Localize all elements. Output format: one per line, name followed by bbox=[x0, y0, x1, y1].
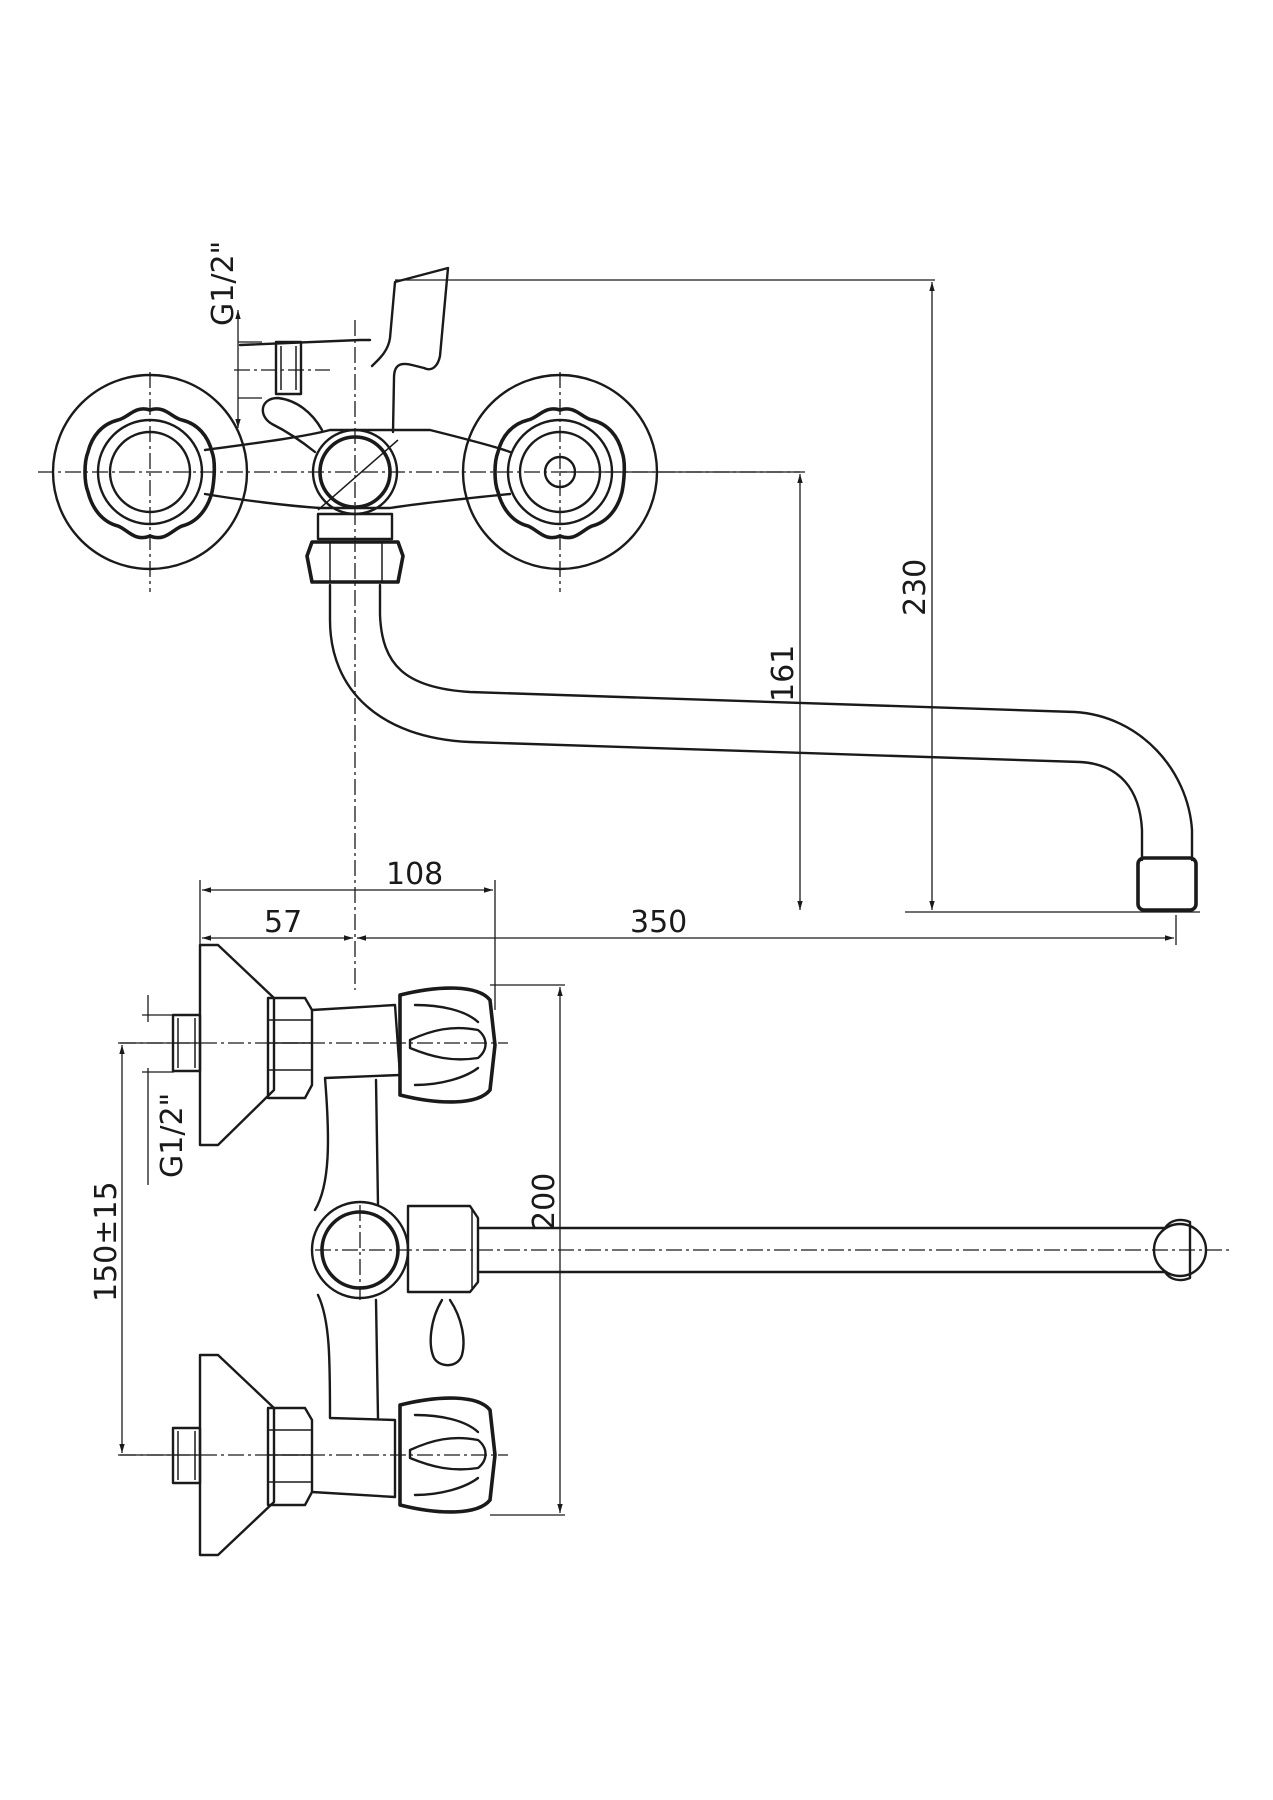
left-handle-top bbox=[83, 407, 217, 540]
dim-spout-reach: 350 bbox=[630, 905, 687, 940]
shower-holder-top bbox=[370, 266, 450, 434]
lever-top bbox=[261, 396, 324, 454]
dim-body-height: 200 bbox=[527, 1173, 562, 1230]
top-view bbox=[38, 266, 1198, 990]
dim-height-spout: 161 bbox=[766, 645, 801, 702]
dim-top-thread: G1/2" bbox=[206, 241, 241, 326]
dim-depth-body: 108 bbox=[386, 857, 443, 892]
dim-depth-axis: 57 bbox=[264, 905, 302, 940]
upper-wall-flange bbox=[171, 943, 314, 1147]
upper-handle-side bbox=[398, 986, 497, 1104]
side-body bbox=[310, 1003, 402, 1499]
top-body-bar bbox=[203, 428, 512, 510]
dim-inlet-spacing: 150±15 bbox=[89, 1181, 124, 1302]
left-rosette bbox=[51, 373, 249, 571]
side-dimensions-lower: G1/2" 150±15 200 bbox=[89, 984, 565, 1516]
lower-handle-side bbox=[398, 1396, 497, 1514]
spout-tube-top bbox=[328, 583, 1194, 862]
dim-height-overall: 230 bbox=[898, 559, 933, 616]
shower-outlet-top bbox=[238, 338, 372, 396]
spout-tip-top bbox=[1136, 856, 1198, 912]
top-dimensions: G1/2" 230 161 bbox=[206, 241, 1200, 913]
side-view bbox=[120, 943, 1232, 1557]
spout-nut-top bbox=[305, 512, 405, 584]
dim-side-thread: G1/2" bbox=[155, 1093, 190, 1178]
side-dimensions-upper: 108 57 350 bbox=[199, 857, 1177, 1010]
spout-tube-side bbox=[476, 1218, 1208, 1282]
spout-collar-side bbox=[406, 1204, 480, 1367]
